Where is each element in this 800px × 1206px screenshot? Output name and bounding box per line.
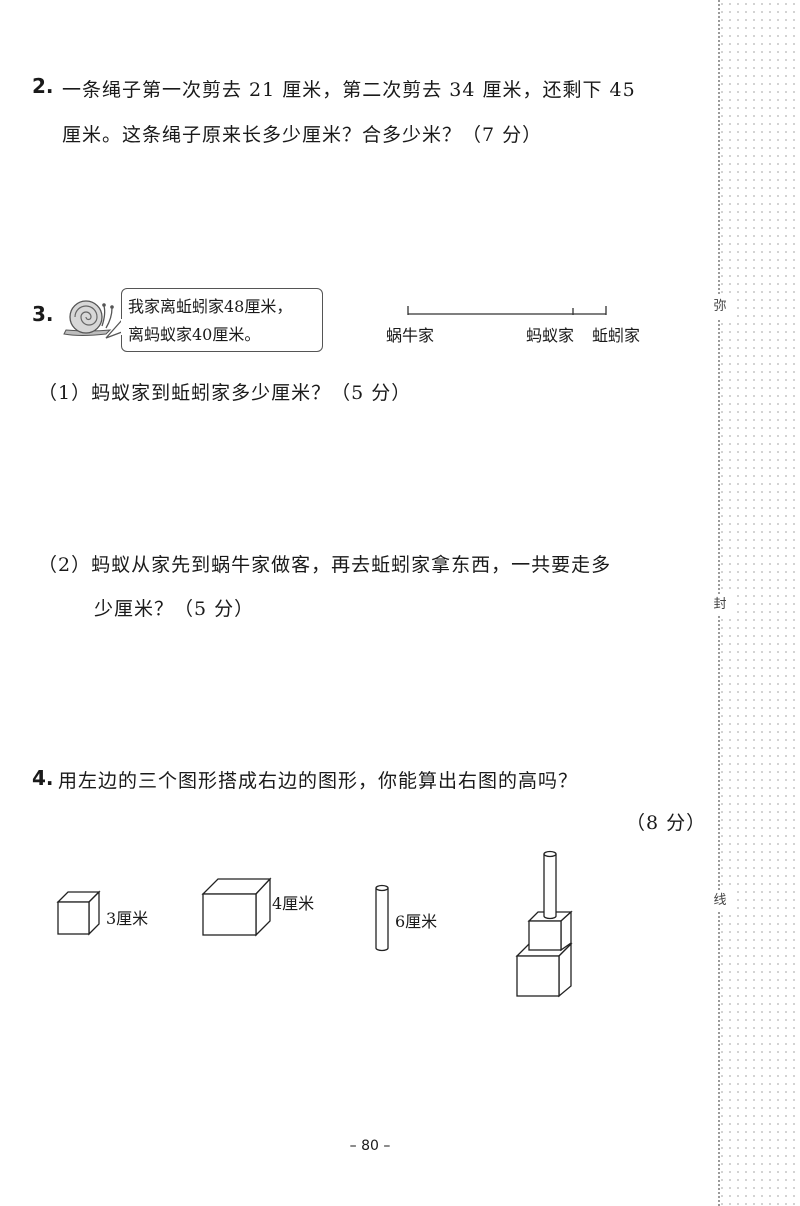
question-2-line-2: 厘米。这条绳子原来长多少厘米？合多少米？（7 分）	[62, 124, 543, 146]
cylinder-figure	[375, 884, 389, 952]
label-ant-home: 蚂蚁家	[526, 326, 575, 345]
question-3-sub-2-line-2: 少厘米？（5 分）	[94, 598, 255, 620]
label-snail-home: 蜗牛家	[386, 326, 435, 345]
question-2-number: 2.	[32, 74, 54, 98]
question-2-line-1: 一条绳子第一次剪去 21 厘米，第二次剪去 34 厘米，还剩下 45	[62, 79, 636, 101]
speech-bubble-line-2: 离蚂蚁家40厘米。	[128, 325, 261, 344]
large-cube-label: 4厘米	[272, 894, 315, 913]
speech-bubble-tail-joint	[121, 319, 124, 335]
label-earthworm-home: 蚯蚓家	[592, 326, 641, 345]
speech-bubble-tail	[105, 319, 123, 339]
question-4-number: 4.	[32, 766, 54, 790]
distance-line-diagram	[407, 306, 607, 315]
small-cube-figure	[56, 890, 101, 936]
binding-margin-dots	[718, 0, 800, 1206]
question-3-sub-1: （1）蚂蚁家到蚯蚓家多少厘米？（5 分）	[38, 382, 412, 404]
seal-char-xian: 线	[709, 890, 731, 912]
question-4-line-1: 用左边的三个图形搭成右边的图形，你能算出右图的高吗？	[58, 770, 579, 792]
large-cube-figure	[201, 877, 272, 937]
small-cube-label: 3厘米	[106, 909, 149, 928]
cylinder-label: 6厘米	[395, 912, 438, 931]
seal-char-feng: 封	[709, 594, 731, 616]
speech-bubble: 我家离蚯蚓家48厘米， 离蚂蚁家40厘米。	[121, 288, 323, 352]
seal-char-mi: 弥	[709, 296, 731, 318]
speech-bubble-line-1: 我家离蚯蚓家48厘米，	[128, 297, 293, 316]
page-number: – 80 –	[349, 1138, 391, 1154]
question-3-sub-2-line-1: （2）蚂蚁从家先到蜗牛家做客，再去蚯蚓家拿东西，一共要走多	[38, 554, 612, 576]
question-4-points: （8 分）	[626, 812, 707, 834]
snail-icon	[63, 300, 114, 336]
question-3-number: 3.	[32, 302, 54, 326]
stacked-tower-figure	[515, 850, 573, 998]
